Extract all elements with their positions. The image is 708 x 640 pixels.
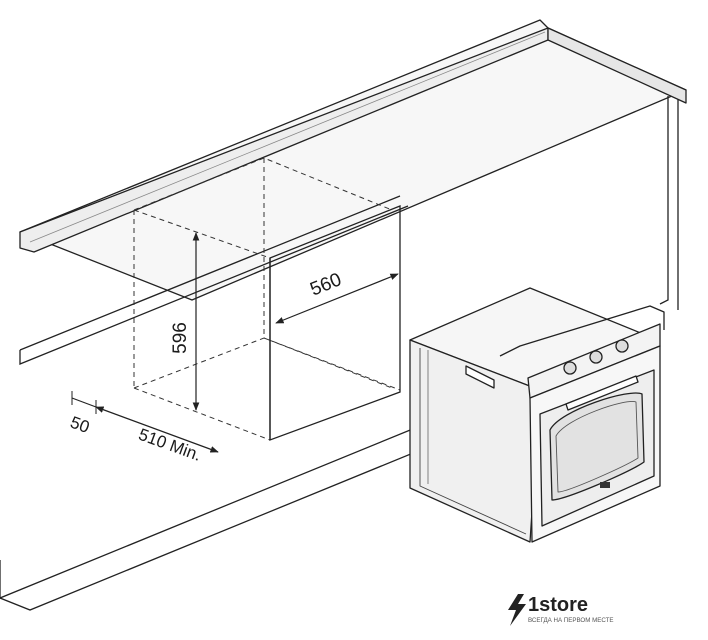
oven-side-handle [465,365,495,389]
brand-logo: 1store ВСЕГДА НА ПЕРВОМ МЕСТЕ [508,594,614,626]
width-dimension-label: 560 [307,269,344,300]
height-dimension: 596 [170,232,200,411]
oven-side [409,339,541,543]
countertop-top-face [19,19,687,301]
brand-tagline: ВСЕГДА НА ПЕРВОМ МЕСТЕ [528,617,614,624]
gap-dimension-label: 50 [68,413,92,437]
oven [409,287,665,543]
oven-knob-left [563,361,577,375]
depth-dimension-label: 510 Min. [136,425,204,465]
countertop-front-edge [19,27,549,253]
lightning-icon [508,594,526,626]
oven-knob-middle [589,350,603,364]
brand-name: 1store [528,594,588,616]
oven-window [549,392,645,501]
oven-door-handle [565,375,639,411]
height-dimension-label: 596 [170,322,191,354]
width-dimension: 560 [275,269,399,324]
countertop [19,19,687,301]
oven-knob-right [615,339,629,353]
oven-logo-badge [600,482,610,488]
niche-front [269,205,401,441]
countertop-right-edge [547,27,687,104]
cabinet-side-panel [659,96,669,305]
